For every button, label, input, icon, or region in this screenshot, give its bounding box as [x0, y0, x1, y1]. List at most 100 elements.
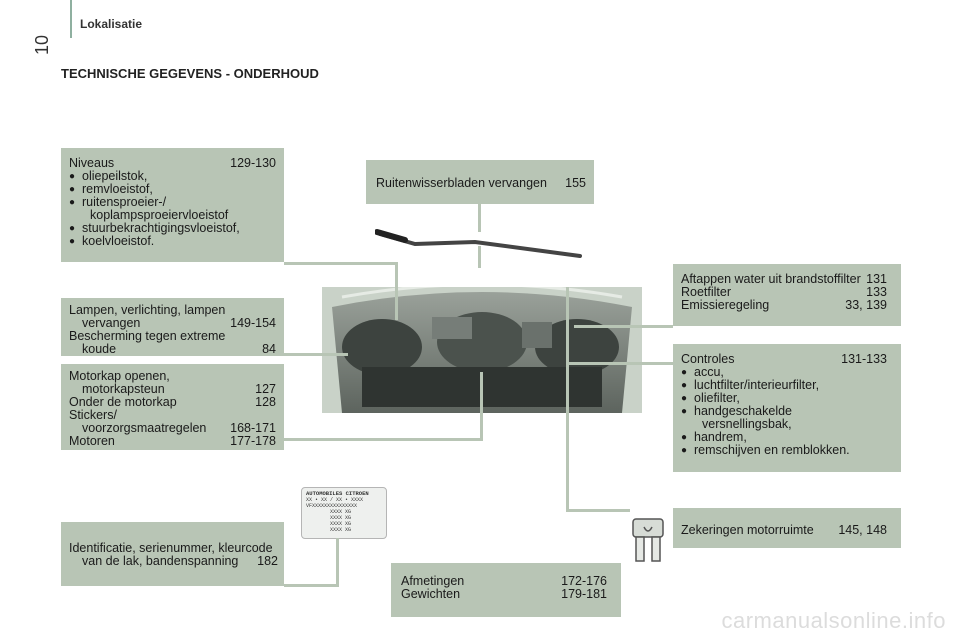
lampen-line3: Bescherming tegen extreme [69, 329, 226, 343]
list-item: koelvloeistof. [82, 234, 155, 248]
list-item: remvloeistof, [82, 182, 153, 196]
list-item-cont: versnellingsbak, [702, 417, 792, 431]
list-item: accu, [694, 365, 724, 379]
list-item: oliepeilstok, [82, 169, 148, 183]
fuse-image [630, 517, 666, 565]
bullet-icon: ● [681, 380, 688, 391]
zekeringen-box: Zekeringen motorruimte 145, 148 [673, 508, 901, 548]
bullet-icon: ● [69, 197, 76, 208]
lampen-line2: vervangen [82, 316, 141, 330]
ruitenwisser-pages: 155 [565, 176, 586, 190]
afmetingen-pages-2: 179-181 [561, 587, 607, 601]
aftappen-pages-2: 133 [866, 285, 887, 299]
connector-line [566, 509, 630, 512]
aftappen-box: Aftappen water uit brandstoffilter 131 Ro… [673, 264, 901, 326]
header-rule [70, 0, 72, 38]
connector-line [284, 584, 338, 587]
motorkap-pages-4: 177-178 [230, 434, 276, 448]
vin-plate-line: XXXX XG [330, 527, 352, 533]
afmetingen-pages: 172-176 [561, 574, 607, 588]
motorkap-line5: voorzorgsmaatregelen [82, 421, 207, 435]
vin-plate-line: VFXXXXXXXXXXXXXXX [306, 503, 358, 509]
list-item: luchtfilter/interieurfilter, [694, 378, 820, 392]
connector-line [284, 353, 348, 356]
afmetingen-line1: Afmetingen [401, 574, 465, 588]
niveaus-label: Niveaus [69, 156, 115, 170]
niveaus-pages: 129-130 [230, 156, 276, 170]
bullet-icon: ● [69, 184, 76, 195]
aftappen-pages-3: 33, 139 [845, 298, 887, 312]
motorkap-box: Motorkap openen, motorkapsteun 127 Onder … [61, 364, 284, 450]
identificatie-line2: van de lak, bandenspanning [82, 554, 239, 568]
vin-plate: AUTOMOBILES CITROEN XX • XX / XX • XXXX … [301, 487, 387, 539]
list-item: handgeschakelde [694, 404, 792, 418]
vin-plate-line: XXXX XG [330, 515, 352, 521]
list-item: remschijven en remblokken. [694, 443, 850, 457]
motorkap-pages: 127 [255, 382, 276, 396]
list-item: handrem, [694, 430, 747, 444]
connector-line [480, 372, 483, 441]
niveaus-box: Niveaus 129-130 ● oliepeilstok, ● remvloeis… [61, 148, 284, 262]
bullet-icon: ● [681, 445, 688, 456]
connector-line [566, 287, 569, 511]
page-title: TECHNISCHE GEGEVENS - ONDERHOUD [61, 66, 319, 81]
identificatie-line1: Identificatie, serienummer, kleurcode [69, 541, 273, 555]
connector-line [336, 538, 339, 587]
connector-line [284, 438, 482, 441]
vin-plate-line: XXXX XG [330, 521, 352, 527]
list-item: ruitensproeier-/ [82, 195, 167, 209]
connector-line [478, 204, 481, 232]
lampen-pages: 149-154 [230, 316, 276, 330]
zekeringen-label: Zekeringen motorruimte [681, 523, 814, 537]
vin-plate-header: AUTOMOBILES CITROEN [306, 490, 369, 497]
bullet-icon: ● [69, 171, 76, 182]
controles-label: Controles [681, 352, 735, 366]
lampen-box: Lampen, verlichting, lampen vervangen 149… [61, 298, 284, 356]
motorkap-line4: Stickers/ [69, 408, 117, 422]
motorkap-pages-2: 128 [255, 395, 276, 409]
aftappen-pages: 131 [866, 272, 887, 286]
motorkap-pages-3: 168-171 [230, 421, 276, 435]
controles-box: Controles 131-133 ● accu, ● luchtfilter/int… [673, 344, 901, 472]
controles-pages: 131-133 [841, 352, 887, 366]
list-item: stuurbekrachtigingsvloeistof, [82, 221, 240, 235]
bullet-icon: ● [681, 393, 688, 404]
bullet-icon: ● [681, 432, 688, 443]
zekeringen-pages: 145, 148 [838, 523, 887, 537]
connector-line [478, 246, 481, 268]
motorkap-line1: Motorkap openen, [69, 369, 170, 383]
ruitenwisser-box: Ruitenwisserbladen vervangen 155 [366, 160, 594, 204]
motorkap-line3: Onder de motorkap [69, 395, 177, 409]
page-number: 10 [32, 34, 52, 55]
bullet-icon: ● [681, 406, 688, 417]
motorkap-line2: motorkapsteun [82, 382, 165, 396]
connector-line [395, 262, 398, 320]
bullet-icon: ● [69, 223, 76, 234]
connector-line [568, 362, 673, 365]
identificatie-pages: 182 [257, 554, 278, 568]
vin-plate-line: XX • XX / XX • XXXX [306, 497, 364, 503]
afmetingen-box: Afmetingen 172-176 Gewichten 179-181 [391, 563, 621, 617]
lampen-pages-2: 84 [262, 342, 276, 356]
connector-line [574, 325, 673, 328]
identificatie-box: Identificatie, serienummer, kleurcode va… [61, 522, 284, 586]
lampen-line4: koude [82, 342, 117, 356]
lampen-line1: Lampen, verlichting, lampen [69, 303, 226, 317]
aftappen-line1: Aftappen water uit brandstoffilter [681, 272, 861, 286]
watermark: carmanualsonline.info [721, 608, 946, 633]
connector-line [284, 262, 397, 265]
vin-plate-line: XXXX XG [330, 509, 352, 515]
fuse-icon [632, 518, 664, 562]
wiper-icon [374, 229, 582, 258]
motorkap-line6: Motoren [69, 434, 115, 448]
aftappen-line3: Emissieregeling [681, 298, 770, 312]
wiper-image [374, 222, 585, 262]
aftappen-line2: Roetfilter [681, 285, 732, 299]
ruitenwisser-label: Ruitenwisserbladen vervangen [376, 176, 547, 190]
list-item: oliefilter, [694, 391, 740, 405]
afmetingen-line2: Gewichten [401, 587, 461, 601]
section-title: Lokalisatie [80, 17, 143, 31]
bullet-icon: ● [69, 236, 76, 247]
bullet-icon: ● [681, 367, 688, 378]
list-item-cont: koplampsproeiervloeistof [90, 208, 229, 222]
